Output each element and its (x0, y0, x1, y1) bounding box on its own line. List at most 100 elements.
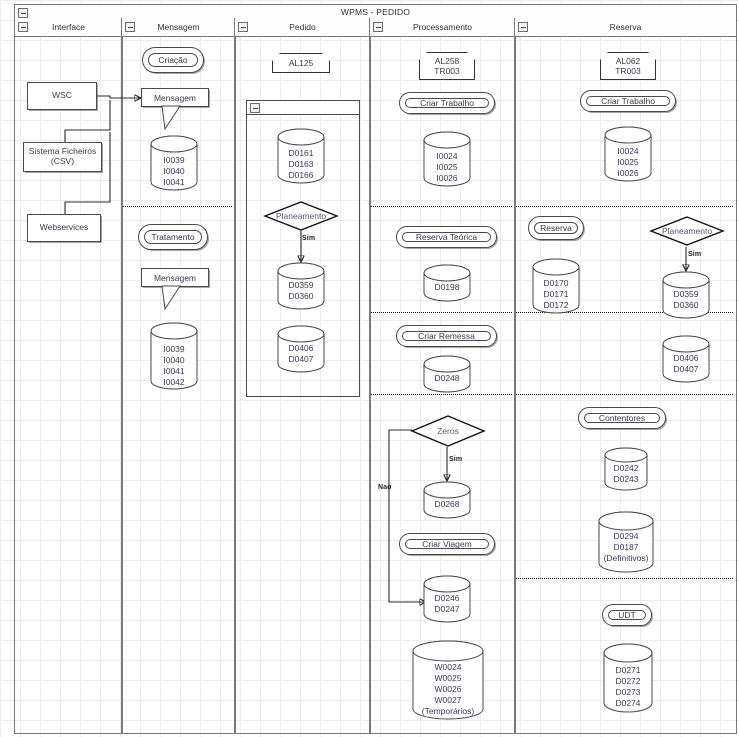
node-label: Reserva (540, 223, 572, 233)
mensagem-message-2-tail (161, 285, 181, 311)
gateway-label: Planeamento (661, 226, 713, 236)
reserva-task-criar-trabalho[interactable]: Criar Trabalho (580, 90, 676, 112)
node-label: Criação (158, 55, 188, 65)
pedido-gateway-planeamento[interactable]: Planeamento (263, 201, 339, 231)
lane-body-mensagem (121, 36, 236, 734)
reserva-gateway-planeamento[interactable]: Planeamento (649, 216, 725, 246)
lane-header-interface: Interface (14, 18, 123, 37)
processamento-task-criar-remessa[interactable]: Criar Remessa (396, 325, 497, 347)
lane-header-mensagem: Mensagem (121, 18, 236, 37)
collapse-icon[interactable] (518, 22, 528, 32)
lane-body-reserva (514, 36, 737, 734)
mensagem-message-1-tail (161, 105, 181, 131)
interface-node-sistema-ficheiros[interactable]: Sistema Ficheiros (CSV) (23, 142, 102, 172)
reserva-task-udt[interactable]: UDT (602, 604, 652, 626)
node-label-wrap: UDT (608, 610, 646, 620)
node-label-wrap: Criar Trabalho (405, 98, 489, 108)
collapse-icon[interactable] (250, 103, 260, 113)
interface-node-wsc[interactable]: WSC (27, 82, 97, 110)
lane-label: Processamento (412, 22, 473, 32)
lane-label: Reserva (609, 22, 642, 32)
collapse-icon[interactable] (125, 22, 135, 32)
reserva-event-reserva[interactable]: Reserva (528, 216, 584, 240)
tag-label-line1: AL258 (434, 55, 460, 66)
node-label-wrap: Criar Trabalho (586, 96, 670, 106)
node-label: Criar Trabalho (420, 98, 474, 108)
pedido-tag-al125[interactable]: AL125 (272, 53, 330, 73)
collapse-icon[interactable] (18, 22, 28, 32)
node-label: Reserva Teórica (415, 232, 478, 242)
node-label: Criar Viagem (422, 539, 472, 549)
node-label-wrap: Tratamento (144, 230, 202, 244)
phase-separator (516, 578, 733, 579)
tag-label: AL125 (288, 57, 314, 68)
collapse-icon[interactable] (18, 8, 28, 18)
node-label: Criar Remessa (418, 331, 475, 341)
phase-separator (516, 206, 733, 207)
phase-separator (516, 394, 733, 395)
processamento-gateway-zeros[interactable]: Zeros (410, 415, 486, 447)
processamento-gateway-yes-label: Sim (449, 456, 463, 463)
mensagem-event-criacao[interactable]: Criação (142, 47, 204, 73)
processamento-task-reserva-teorica[interactable]: Reserva Teórica (396, 226, 497, 248)
phase-separator (371, 394, 512, 395)
node-label-wrap: Criação (148, 53, 198, 67)
reserva-task-contentores[interactable]: Contentores (578, 407, 666, 429)
processamento-tag-al258[interactable]: AL258 TR003 (419, 52, 475, 80)
node-label: Mensagem (153, 272, 197, 283)
collapse-icon[interactable] (373, 22, 383, 32)
tag-label-line1: AL062 (615, 55, 641, 66)
mensagem-event-tratamento[interactable]: Tratamento (138, 224, 208, 250)
processamento-gateway-no-label: Nao (378, 484, 392, 491)
node-label-wrap: Reserva Teórica (402, 232, 491, 242)
node-label: UDT (618, 610, 636, 620)
interface-node-webservices[interactable]: Webservices (27, 214, 101, 242)
mensagem-message-1[interactable]: Mensagem (141, 88, 209, 107)
reserva-tag-al062[interactable]: AL062 TR003 (600, 52, 656, 80)
processamento-task-criar-trabalho[interactable]: Criar Trabalho (399, 92, 495, 114)
lane-label: Pedido (289, 22, 316, 32)
lane-body-pedido (234, 36, 371, 734)
phase-separator (516, 312, 733, 313)
lane-label: Mensagem (157, 22, 200, 32)
processamento-datastore-remessa[interactable]: D0248 (423, 355, 471, 393)
node-label: Mensagem (153, 92, 197, 103)
gateway-label: Planeamento (275, 211, 327, 221)
node-label-wrap: Criar Viagem (405, 539, 489, 549)
processamento-task-criar-viagem[interactable]: Criar Viagem (399, 533, 495, 555)
phase-separator (123, 206, 232, 207)
processamento-datastore-reserva[interactable]: D0198 (423, 264, 471, 302)
node-label: Tratamento (151, 232, 195, 242)
node-label-wrap: Criar Remessa (402, 331, 491, 341)
lane-body-interface (14, 36, 123, 734)
node-label: WSC (52, 90, 72, 101)
node-label: Criar Trabalho (601, 96, 655, 106)
node-label: Webservices (39, 222, 89, 233)
gateway-label: Zeros (437, 426, 459, 436)
mensagem-message-2[interactable]: Mensagem (141, 268, 209, 287)
phase-separator (371, 312, 512, 313)
phase-separator (371, 206, 512, 207)
collapse-icon[interactable] (238, 22, 248, 32)
pedido-gateway-edge-label: Sim (302, 235, 316, 242)
lane-header-pedido: Pedido (234, 18, 371, 37)
pool-title-label: WPMS - PEDIDO (340, 7, 411, 17)
processamento-datastore-zeros[interactable]: D0268 (423, 481, 471, 519)
lane-header-processamento: Processamento (369, 18, 516, 37)
pedido-subpool-bar (247, 101, 359, 115)
